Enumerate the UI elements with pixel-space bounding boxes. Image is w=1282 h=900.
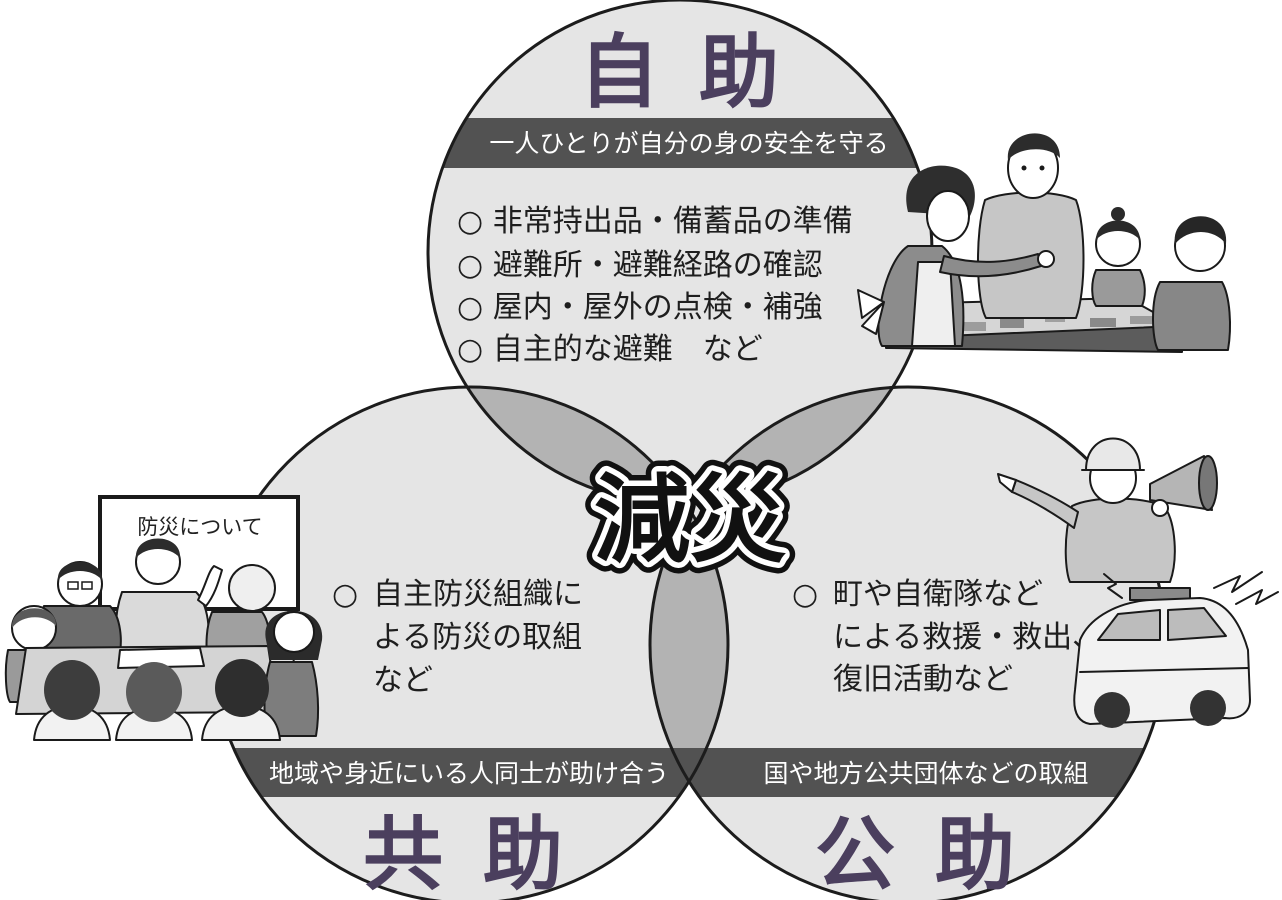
mutual-help-list: ○ 自主防災組織に よる防災の取組 など [332, 577, 583, 698]
self-help-title: 自 助 [579, 26, 785, 119]
megaphone-icon [1149, 455, 1213, 511]
lightning-icon [1213, 571, 1263, 593]
audience-head [44, 660, 100, 720]
public-help-band [650, 748, 1166, 797]
map-piece [1090, 318, 1116, 327]
map-piece [1000, 318, 1024, 328]
worker-hand [1151, 499, 1169, 517]
boy-hair [1174, 216, 1227, 244]
apron-ribbon [857, 289, 885, 335]
pointing-hand-icon [997, 473, 1017, 493]
public-help-list: ○ 町や自衛隊など による救援・救出、 復旧活動など [792, 577, 1102, 697]
mutual-help-line: など [373, 663, 433, 698]
father-eye [1021, 165, 1027, 171]
rescue-worker-figure [997, 437, 1218, 583]
audience-head [215, 659, 269, 717]
family-illustration [857, 133, 1231, 353]
center-label-group: 減災 減災 [583, 453, 797, 587]
car-window [1097, 609, 1161, 641]
megaphone-bell [1198, 455, 1218, 511]
mutual-help-band-text: 地域や身近にいる人同士が助け合う [269, 759, 669, 788]
center-label: 減災 [594, 464, 786, 576]
center-label-outline: 減災 [594, 464, 786, 576]
public-help-line: 復旧活動など [833, 662, 1013, 697]
self-help-item: ○ 避難所・避難経路の確認 [457, 248, 823, 283]
rescue-car [1073, 587, 1251, 728]
map-piece [1130, 316, 1152, 324]
public-help-bullet: ○ [792, 577, 818, 612]
girl-figure [1091, 207, 1146, 307]
map-piece [960, 322, 986, 331]
glasses-man-hair [57, 562, 103, 580]
whiteboard-text: 防災について [137, 515, 262, 539]
self-help-item: ○ 屋内・屋外の点検・補強 [457, 290, 823, 325]
presenter-figure [114, 538, 223, 657]
self-help-item: ○ 非常持出品・備蓄品の準備 [457, 204, 853, 239]
audience-head [126, 662, 182, 722]
rescue-illustration [997, 437, 1279, 728]
mutual-help-bullet: ○ [332, 577, 358, 612]
public-help-band-text: 国や地方公共団体などの取組 [763, 759, 1088, 788]
woman-attendee-face [273, 611, 315, 653]
father-figure [977, 133, 1085, 319]
father-eye [1039, 165, 1045, 171]
mutual-help-band [212, 748, 728, 797]
girl-body [1091, 269, 1146, 307]
document-paper [117, 647, 205, 669]
woman-figure [857, 165, 1055, 347]
lightning-icon [1103, 573, 1123, 599]
self-help-band [428, 118, 932, 168]
woman-face [926, 190, 970, 242]
woman-apron [911, 261, 956, 347]
mutual-help-band-clip [212, 748, 728, 797]
glasses-icon [67, 581, 79, 590]
car-wheel [1094, 692, 1130, 728]
mutual-help-line: 自主防災組織に [373, 577, 583, 612]
girl-topknot [1111, 207, 1125, 221]
self-help-band-text: 一人ひとりが自分の身の安全を守る [489, 129, 888, 158]
helmet-icon [1085, 437, 1141, 471]
public-help-title: 公 助 [815, 808, 1021, 900]
car-stripe [1079, 667, 1249, 673]
glasses-icon [81, 581, 93, 590]
girl-hair [1096, 220, 1140, 240]
mutual-help-line: よる防災の取組 [373, 620, 582, 655]
boy-body [1152, 281, 1231, 351]
woman-hand [1037, 250, 1055, 268]
presenter-raised-hand [197, 565, 223, 607]
self-help-item: ○ 自主的な避難 など [457, 332, 763, 367]
side-man-hair [11, 608, 57, 628]
elderly-man-face [228, 564, 276, 612]
car-window [1167, 607, 1227, 641]
presenter-hair [135, 538, 181, 558]
boy-figure [1152, 216, 1231, 351]
public-help-line: による救援・救出、 [833, 620, 1102, 655]
woman-attendee-figure [263, 610, 323, 737]
public-help-band-clip [650, 748, 1166, 797]
father-hair [1007, 133, 1060, 160]
public-help-line: 町や自衛隊など [833, 577, 1043, 612]
self-help-list: ○ 非常持出品・備蓄品の準備 ○ 避難所・避難経路の確認 ○ 屋内・屋外の点検・… [457, 204, 853, 367]
lightning-icon [1235, 589, 1279, 605]
meeting-illustration: 防災について [4, 495, 323, 741]
car-wheel [1190, 690, 1226, 726]
audience-backs [33, 659, 281, 741]
self-help-band-clip [428, 118, 932, 168]
mutual-help-title: 共 助 [363, 808, 569, 900]
